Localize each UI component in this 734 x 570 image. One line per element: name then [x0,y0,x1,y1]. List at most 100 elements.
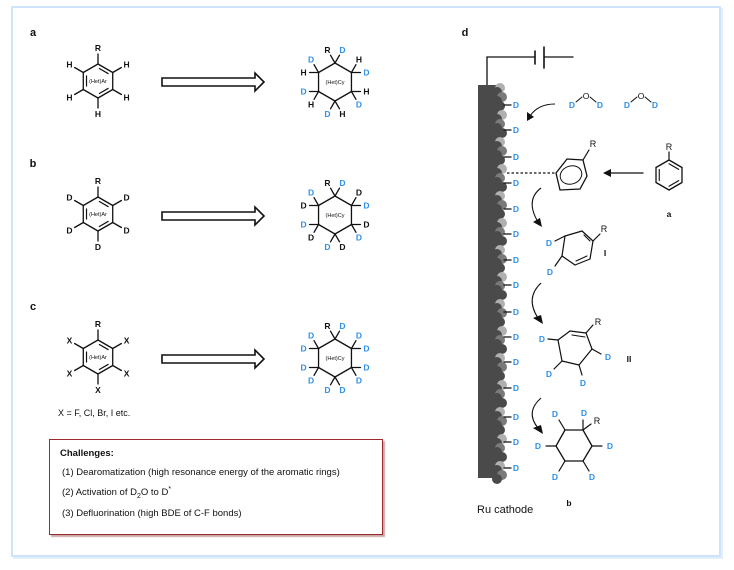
substituent-bottom: X [95,385,101,395]
substituent-bond [112,199,123,207]
substituent-bond [329,330,336,340]
ring-bond [561,360,580,366]
surface-deuterium: D [513,280,519,290]
ring-bond [334,90,353,102]
double-bond-inner [668,163,680,170]
substituent-top: R [95,43,101,53]
substituent-label: D [308,232,314,242]
ring-bond [564,230,583,237]
substituent-bond [350,197,357,207]
substituent-bond [73,342,84,350]
substituent-upper-right: D [124,193,130,203]
halogen-footnote: X = F, Cl, Br, I etc. [58,408,130,418]
ring-bond [334,366,353,378]
substituent-label: D [339,242,345,252]
ring-bond [317,195,336,207]
deuterium-label: D [580,378,586,388]
substituent-bond [329,187,336,197]
deuterium-label: D [300,363,306,373]
substituent-bond [329,100,336,110]
ring-bond [569,330,587,334]
ring-bond [557,330,571,341]
substituent-bond [558,419,566,431]
curved-arrow-path [529,103,556,117]
deuterium-label: D [539,334,545,344]
panel-c-arrow [161,348,266,370]
substituent-bond [582,460,590,472]
substituent-label: H [300,68,306,78]
intermediate-label-II: II [627,354,632,364]
surface-deuterium: D [513,229,519,239]
free-arene-a: Ra [655,142,683,219]
substituent-label: H [356,55,362,65]
substituent-bond [578,364,583,376]
water-d-right: D [597,100,603,110]
deuterium-label: D [300,344,306,354]
deuterium-label: D [324,109,330,119]
substituent-bond [592,233,601,242]
deuterium-label: D [589,472,595,482]
ring-bond [97,364,114,375]
ring-bond [317,90,336,102]
ring-bond [317,62,336,74]
ring-bond [82,63,99,74]
substituent-bond [582,149,590,161]
ring-bond [555,429,566,447]
substituent-bond [350,64,357,74]
deuterium-label: D [356,375,362,385]
challenge-item-3: (3) Defluorination (high BDE of C-F bond… [62,508,242,520]
substituent-bottom: H [95,109,101,119]
challenge-2-subscript: 2 [136,493,141,501]
double-bond-inner [98,343,109,351]
substituent-bond [585,324,594,334]
double-bond-inner [98,200,109,208]
water-d-right: D [652,100,658,110]
substituent-upper-left: X [67,336,73,346]
challenge-2-text-b: O to D [140,487,169,499]
ring-bond [655,159,670,169]
substituent-bond [313,90,320,100]
challenge-item-2: (2) Activation of D2O to D* [62,486,372,500]
ring-bond [97,88,114,99]
ring-center-label: (Het)Ar [89,212,107,218]
substituent-top: R [95,319,101,329]
water-bond [644,96,652,103]
ring-bond [668,159,683,169]
ring-bond [561,255,576,266]
substituent-bond [350,90,357,100]
aromatic-circle [559,165,583,185]
surface-deuterium: D [513,332,519,342]
substituent-bond [73,66,84,74]
arrowhead [533,425,543,434]
challenge-2-text-a: (2) Activation of D [62,487,137,499]
substituent-bond [112,221,123,229]
ring-bond [561,235,566,257]
ring-bond [334,338,353,350]
deuterium-label: D [363,363,369,373]
ring-bond [334,195,353,207]
ring-bond [585,332,593,350]
substituent-bond [73,199,84,207]
substituent-bond [554,255,563,267]
ru-cathode-electrode [478,83,507,484]
surface-deuterium: D [513,100,519,110]
substituent-bond [334,330,341,340]
substituent-bond [334,54,341,64]
ring-bond [574,258,591,266]
substituent-bond [334,187,341,197]
substituent-upper-right: X [124,336,130,346]
ring-bond [82,364,99,375]
deuterium-label: D [308,375,314,385]
panel-label-a: a [30,27,37,39]
substituent-upper-right: H [124,60,130,70]
deuterium-label: D [339,178,345,188]
intermediate-label-I: I [604,248,606,258]
ring-bond [317,366,336,378]
challenge-item-1: (1) Dearomatization (high resonance ener… [62,467,340,478]
deuterium-label: D [535,441,541,451]
ring-bond [317,223,336,235]
